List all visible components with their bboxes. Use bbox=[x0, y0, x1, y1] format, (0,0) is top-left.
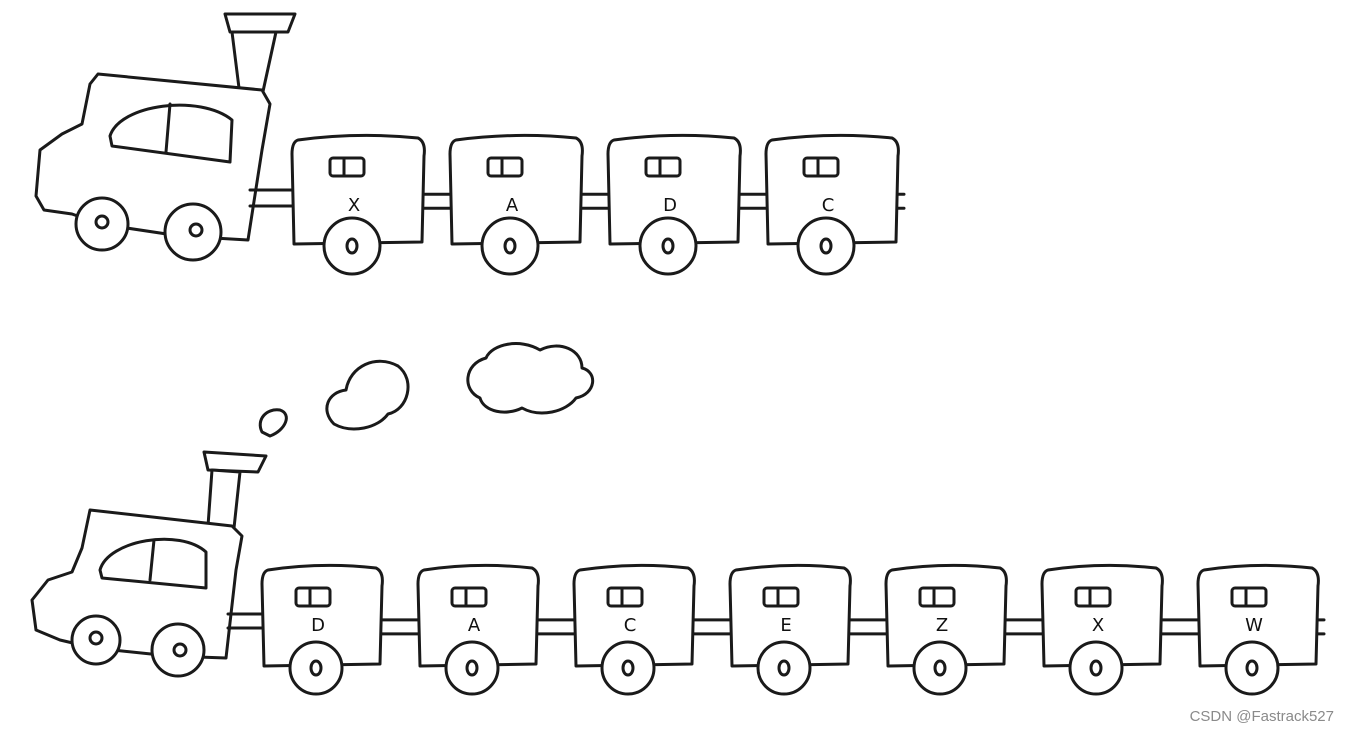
locomotive-bottom-wheel-rear-hub bbox=[172, 642, 188, 658]
car-body bbox=[290, 133, 426, 246]
locomotive-top-window-divider bbox=[164, 102, 172, 154]
locomotive-bottom-window-divider bbox=[148, 538, 156, 582]
locomotive-bottom-chimney bbox=[206, 468, 242, 530]
car-wheel bbox=[444, 640, 500, 696]
locomotive-bottom-wheel-rear bbox=[150, 622, 206, 678]
car-window bbox=[328, 156, 366, 178]
car-window bbox=[918, 586, 956, 608]
car-wheel bbox=[1068, 640, 1124, 696]
locomotive-top-chimney-cap bbox=[223, 12, 297, 34]
train-bottom-car: X bbox=[1040, 563, 1200, 696]
locomotive-top-window bbox=[108, 103, 234, 164]
car-wheel-hub bbox=[621, 659, 635, 677]
car-wheel-hub bbox=[933, 659, 947, 677]
car-wheel-hub bbox=[661, 237, 675, 255]
train-top-car: A bbox=[448, 133, 610, 276]
car-body bbox=[1040, 563, 1164, 668]
locomotive-bottom-chimney-cap bbox=[202, 450, 268, 474]
car-window bbox=[1074, 586, 1112, 608]
car-window bbox=[644, 156, 682, 178]
car-wheel bbox=[600, 640, 656, 696]
car-window bbox=[1230, 586, 1268, 608]
car-label: C bbox=[822, 195, 835, 216]
car-wheel bbox=[796, 216, 856, 276]
car-wheel-hub bbox=[465, 659, 479, 677]
car-label: D bbox=[663, 195, 677, 216]
train-bottom-car: A bbox=[416, 563, 576, 696]
locomotive-bottom-window bbox=[98, 537, 208, 590]
train-bottom-car: W bbox=[1196, 563, 1326, 696]
car-window bbox=[802, 156, 840, 178]
car-wheel-hub bbox=[345, 237, 359, 255]
car-wheel bbox=[322, 216, 382, 276]
car-window bbox=[606, 586, 644, 608]
smoke-puff-medium bbox=[325, 359, 410, 431]
car-wheel-hub bbox=[777, 659, 791, 677]
car-wheel-hub bbox=[503, 237, 517, 255]
car-label: E bbox=[780, 615, 791, 636]
locomotive-bottom-body bbox=[30, 508, 244, 660]
car-label: D bbox=[311, 615, 325, 636]
car-wheel bbox=[638, 216, 698, 276]
smoke-puffs bbox=[258, 342, 594, 438]
car-wheel-hub bbox=[1089, 659, 1103, 677]
car-label: A bbox=[468, 615, 481, 636]
train-bottom-car: E bbox=[728, 563, 888, 696]
car-window bbox=[486, 156, 524, 178]
car-label: A bbox=[506, 195, 519, 216]
watermark: CSDN @Fastrack527 bbox=[1189, 708, 1334, 725]
train-top-car: C bbox=[764, 133, 906, 276]
car-label: C bbox=[624, 615, 637, 636]
car-label: X bbox=[348, 195, 360, 216]
car-body bbox=[1196, 563, 1320, 668]
car-window bbox=[762, 586, 800, 608]
locomotive-top-wheel-rear-hub bbox=[188, 222, 204, 238]
smoke-puff-large bbox=[466, 342, 594, 415]
car-wheel-hub bbox=[819, 237, 833, 255]
train-top-car: X bbox=[290, 133, 452, 276]
car-wheel bbox=[756, 640, 812, 696]
train-bottom-car: Z bbox=[884, 563, 1044, 696]
car-body bbox=[448, 133, 584, 246]
car-body bbox=[606, 133, 742, 246]
locomotive-top-wheel-front bbox=[74, 196, 130, 252]
train-top-car: D bbox=[606, 133, 768, 276]
car-window bbox=[450, 586, 488, 608]
locomotive-top-wheel-front-hub bbox=[94, 214, 110, 230]
car-wheel bbox=[480, 216, 540, 276]
car-body bbox=[260, 563, 384, 668]
car-label: X bbox=[1092, 615, 1104, 636]
car-body bbox=[884, 563, 1008, 668]
car-wheel bbox=[912, 640, 968, 696]
car-wheel bbox=[288, 640, 344, 696]
locomotive-bottom bbox=[30, 450, 268, 678]
car-wheel-hub bbox=[309, 659, 323, 677]
smoke-puff-small bbox=[258, 408, 288, 438]
car-body bbox=[572, 563, 696, 668]
car-body bbox=[728, 563, 852, 668]
locomotive-top-body bbox=[34, 72, 272, 242]
car-body bbox=[416, 563, 540, 668]
locomotive-bottom-wheel-front-hub bbox=[88, 630, 104, 646]
car-label: W bbox=[1245, 615, 1263, 636]
car-window bbox=[294, 586, 332, 608]
locomotive-top bbox=[34, 12, 297, 262]
train-bottom-car: D bbox=[260, 563, 420, 696]
train-bottom-car: C bbox=[572, 563, 732, 696]
locomotive-bottom-wheel-front bbox=[70, 614, 122, 666]
car-wheel bbox=[1224, 640, 1280, 696]
locomotive-top-wheel-rear bbox=[163, 202, 223, 262]
car-body bbox=[764, 133, 900, 246]
car-label: Z bbox=[936, 615, 948, 636]
car-wheel-hub bbox=[1245, 659, 1259, 677]
